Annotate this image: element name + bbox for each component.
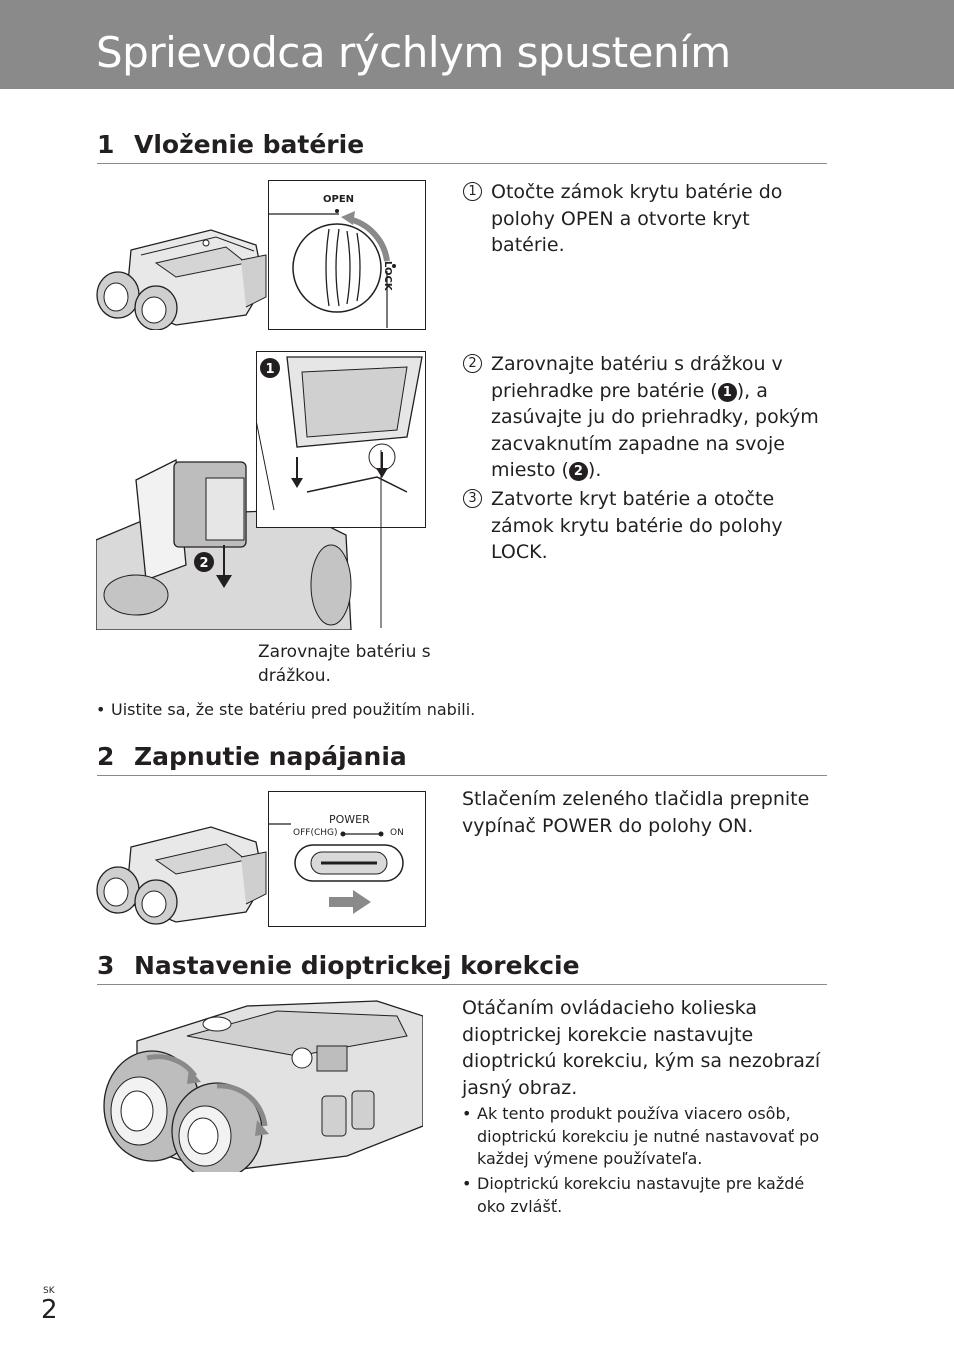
battery-insert-illustration: 2 xyxy=(96,458,352,630)
step-2-text-b: ), a zasúvajte ju do priehradky, pokým z… xyxy=(491,379,819,482)
section-1-number: 1 xyxy=(97,130,115,159)
step-1-text: Otočte zámok krytu batérie do polohy OPE… xyxy=(491,181,783,256)
section-3-title: Nastavenie dioptrickej korekcie xyxy=(134,951,580,980)
callout-1-label: 1 xyxy=(265,362,274,377)
battery-note: • Uistite sa, že ste batériu pred použit… xyxy=(96,699,696,722)
off-chg-label: OFF(CHG) xyxy=(293,828,338,838)
power-label: POWER xyxy=(329,813,370,826)
step-3-marker: 3 xyxy=(463,489,482,508)
step-1-marker: 1 xyxy=(463,182,482,201)
battery-note-text: Uistite sa, že ste batériu pred použitím… xyxy=(111,700,476,719)
lock-dial-frame: OPEN LOCK xyxy=(268,180,426,330)
power-instruction: Stlačením zeleného tlačidla prepnite vyp… xyxy=(462,788,810,837)
diopter-bullet-2-text: Dioptrickú korekciu nastavujte pre každé… xyxy=(477,1174,805,1216)
bullet-dot: • xyxy=(96,700,106,719)
diopter-bullet-1-text: Ak tento produkt používa viacero osôb, d… xyxy=(477,1104,820,1168)
bullet-dot: • xyxy=(462,1104,472,1123)
power-switch-icon xyxy=(269,823,404,914)
step-3: 3 Zatvorte kryt batérie a otočte zámok k… xyxy=(463,486,823,566)
battery-detail-frame: 1 xyxy=(256,351,426,528)
binoculars-illustration xyxy=(96,229,267,330)
battery-caption: Zarovnajte batériu s drážkou. xyxy=(258,642,431,686)
lock-label: LOCK xyxy=(382,261,393,291)
step-1: 1 Otočte zámok krytu batérie do polohy O… xyxy=(463,179,823,259)
section-3-number: 3 xyxy=(97,951,115,980)
open-label: OPEN xyxy=(323,194,355,205)
page-language-code: SK xyxy=(43,1286,55,1296)
callout-2-label: 2 xyxy=(199,556,208,571)
step-2-marker: 2 xyxy=(463,354,482,373)
detail-connector-lines xyxy=(256,420,382,628)
battery-lock-dial-icon xyxy=(269,209,396,328)
page-title: Sprievodca rýchlym spustením xyxy=(96,28,731,77)
power-switch-frame: POWER OFF(CHG) ON xyxy=(268,791,426,927)
section-3-heading: 3 Nastavenie dioptrickej korekcie xyxy=(97,951,827,985)
diopter-illustration xyxy=(103,1000,423,1172)
step-2-text-a: Zarovnajte batériu s drážkou v priehradk… xyxy=(491,353,783,402)
title-banner: Sprievodca rýchlym spustením xyxy=(0,0,954,89)
section-2-title: Zapnutie napájania xyxy=(134,742,407,771)
section-1-title: Vloženie batérie xyxy=(134,130,365,159)
step-2-ref-1: 1 xyxy=(717,382,737,402)
section-1-heading: 1 Vloženie batérie xyxy=(97,130,827,164)
step-2-text: Zarovnajte batériu s drážkou v priehradk… xyxy=(463,351,823,484)
step-2: 2 Zarovnajte batériu s drážkou v priehra… xyxy=(463,351,823,484)
diopter-bullet-2: • Dioptrickú korekciu nastavujte pre kaž… xyxy=(462,1173,822,1218)
binoculars-power-illustration xyxy=(96,826,267,925)
page-number: 2 xyxy=(41,1295,58,1325)
arrow-right-icon xyxy=(329,897,353,907)
bullet-dot: • xyxy=(462,1174,472,1193)
step-2-ref-2: 2 xyxy=(568,462,588,481)
section-2-number: 2 xyxy=(97,742,115,771)
battery-slot-detail: 1 xyxy=(260,356,423,493)
diopter-bullet-1: • Ak tento produkt používa viacero osôb,… xyxy=(462,1103,822,1171)
step-3-text: Zatvorte kryt batérie a otočte zámok kry… xyxy=(491,488,783,563)
on-label: ON xyxy=(390,828,404,838)
diopter-instruction: Otáčaním ovládacieho kolieska dioptricke… xyxy=(462,997,821,1099)
step-2-text-c: ). xyxy=(587,459,602,481)
section-2-heading: 2 Zapnutie napájania xyxy=(97,742,827,776)
